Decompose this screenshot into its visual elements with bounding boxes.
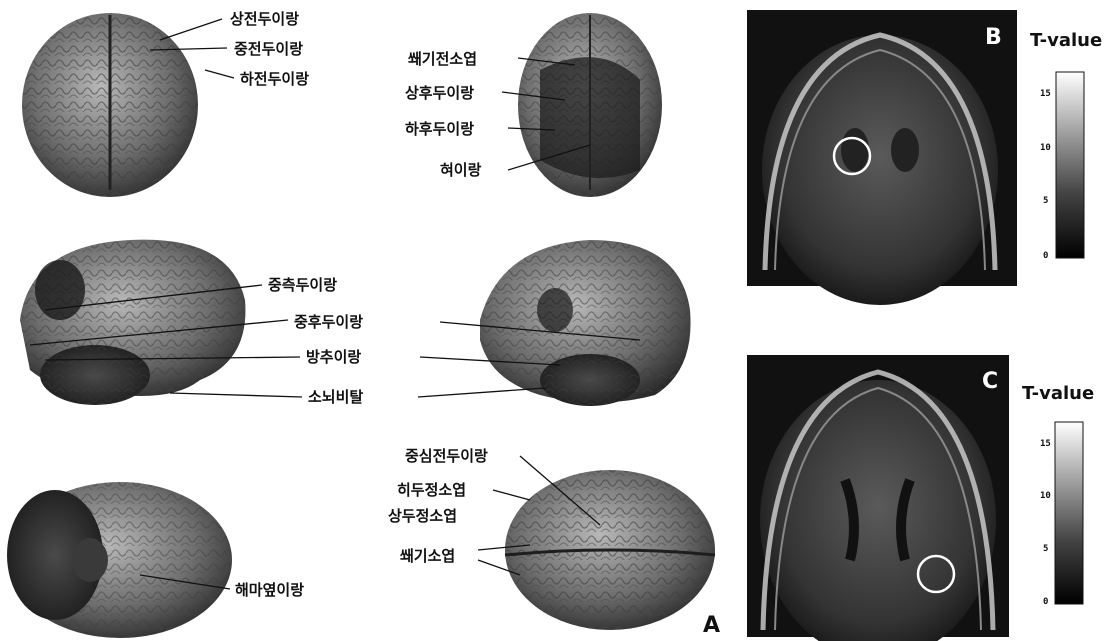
colorbar-b-tick-10: 10 xyxy=(1040,143,1051,153)
region-labels: 상전두이랑 중전두이랑 하전두이랑 쐐기전소엽 상후두이랑 하후두이랑 혀이랑 … xyxy=(230,10,488,599)
label-precuneus: 쐐기전소엽 xyxy=(408,50,477,68)
colorbar-c-tick-0: 0 xyxy=(1043,597,1048,607)
colorbar-c-tick-10: 10 xyxy=(1040,491,1051,501)
panel-letter-a: A xyxy=(703,613,720,638)
label-cuneus: 쐐기소엽 xyxy=(400,547,455,565)
colorbar-b: T-value 15 10 5 0 xyxy=(1030,30,1102,261)
brain-right-lateral-view xyxy=(480,240,691,406)
panel-letter-b: B xyxy=(985,25,1002,50)
colorbar-b-tick-0: 0 xyxy=(1043,251,1048,261)
brain-superior-view xyxy=(505,470,715,630)
mri-panel-c: C xyxy=(747,355,1009,641)
label-cerebellum-declive: 소뇌비탈 xyxy=(308,388,363,406)
brain-inferior-view xyxy=(7,482,232,638)
label-inferior-frontal-gyrus: 하전두이랑 xyxy=(240,70,309,88)
colorbar-c-tick-5: 5 xyxy=(1043,544,1048,554)
colorbar-b-title: T-value xyxy=(1030,30,1102,51)
brain-occipital-view xyxy=(518,13,662,197)
colorbar-b-tick-5: 5 xyxy=(1043,196,1048,206)
label-middle-temporal-gyrus: 중측두이랑 xyxy=(268,276,337,294)
label-superior-frontal-gyrus: 상전두이랑 xyxy=(230,10,299,28)
label-superior-occipital-gyrus: 상후두이랑 xyxy=(405,84,474,102)
label-middle-frontal-gyrus: 중전두이랑 xyxy=(234,40,303,58)
colorbar-c-title: T-value xyxy=(1022,383,1094,404)
mri-panel-b: B xyxy=(747,10,1017,305)
label-lingual-gyrus: 혀이랑 xyxy=(440,161,482,179)
label-middle-occipital-gyrus: 중후두이랑 xyxy=(294,313,363,331)
label-parahippocampal-gyrus: 해마옆이랑 xyxy=(235,581,304,599)
label-fusiform-gyrus: 방추이랑 xyxy=(306,348,361,366)
label-precentral-gyrus: 중심전두이랑 xyxy=(405,447,488,465)
colorbar-b-tick-15: 15 xyxy=(1040,89,1051,99)
panel-letter-c: C xyxy=(982,369,998,394)
label-superior-parietal-lobule: 상두정소엽 xyxy=(388,507,457,525)
colorbar-c: T-value 15 10 5 0 xyxy=(1022,383,1094,607)
colorbar-c-tick-15: 15 xyxy=(1040,439,1051,449)
label-inferior-parietal-lobule: 히두정소엽 xyxy=(397,481,466,499)
brain-frontal-view xyxy=(22,13,198,197)
brain-left-lateral-view xyxy=(20,240,245,405)
label-inferior-occipital-gyrus: 하후두이랑 xyxy=(405,120,474,138)
